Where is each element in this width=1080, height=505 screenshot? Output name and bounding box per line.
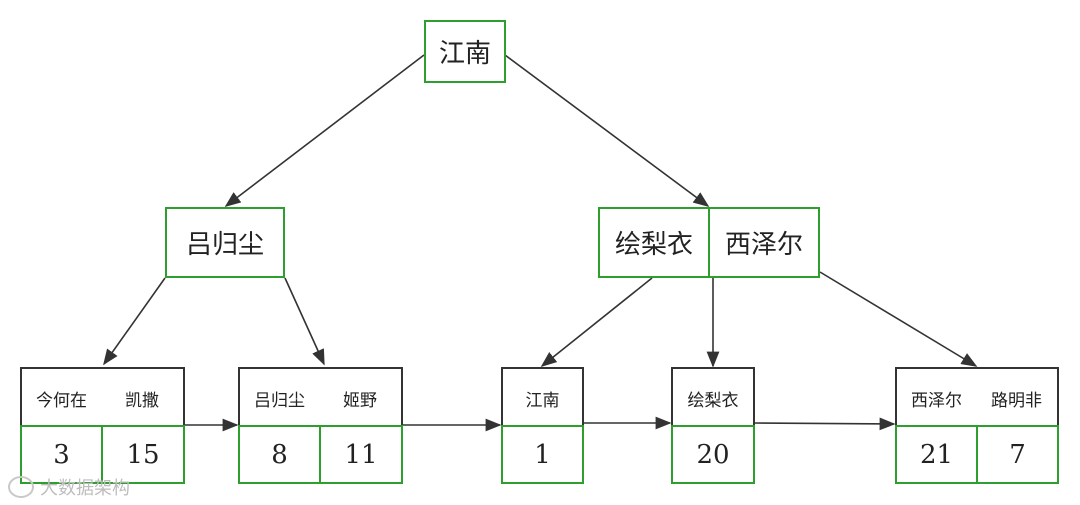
internal-node-right-key-2: 西泽尔 bbox=[708, 207, 820, 278]
leaf-2-value-2: 11 bbox=[319, 425, 403, 484]
leaf-link-4 bbox=[753, 417, 896, 431]
leaf-4-value-1: 20 bbox=[671, 425, 755, 484]
leaf-4-key-1: 绘梨衣 bbox=[671, 367, 755, 427]
edge-root-right bbox=[504, 54, 710, 207]
leaf-3-key-1: 江南 bbox=[501, 367, 584, 427]
internal-node-left: 吕归尘 bbox=[165, 207, 285, 278]
leaf-1-value-1: 3 bbox=[20, 425, 103, 484]
edge-root-left bbox=[224, 54, 425, 207]
leaf-1-key-1: 今何在 bbox=[20, 367, 103, 427]
edge-right-leaf3 bbox=[540, 277, 653, 367]
leaf-5-key-2: 路明非 bbox=[976, 367, 1059, 427]
leaf-1-key-2: 凯撒 bbox=[101, 367, 185, 427]
leaf-5-value-1: 21 bbox=[895, 425, 978, 484]
leaf-5-value-2: 7 bbox=[976, 425, 1059, 484]
watermark-text: 大数据架构 bbox=[40, 478, 130, 499]
wechat-logo-icon bbox=[8, 476, 34, 498]
root-node: 江南 bbox=[424, 20, 506, 83]
leaf-1-value-2: 15 bbox=[101, 425, 185, 484]
leaf-2-key-1: 吕归尘 bbox=[238, 367, 321, 427]
edge-left-leaf2 bbox=[284, 277, 325, 366]
watermark: 大数据架构 bbox=[8, 474, 130, 500]
leaf-2-value-1: 8 bbox=[238, 425, 321, 484]
edge-right-leaf5 bbox=[819, 271, 978, 367]
edge-left-leaf1 bbox=[103, 277, 166, 366]
leaf-2-key-2: 姬野 bbox=[319, 367, 403, 427]
leaf-3-value-1: 1 bbox=[501, 425, 584, 484]
internal-node-right-key-1: 绘梨衣 bbox=[598, 207, 710, 278]
leaf-5-key-1: 西泽尔 bbox=[895, 367, 978, 427]
